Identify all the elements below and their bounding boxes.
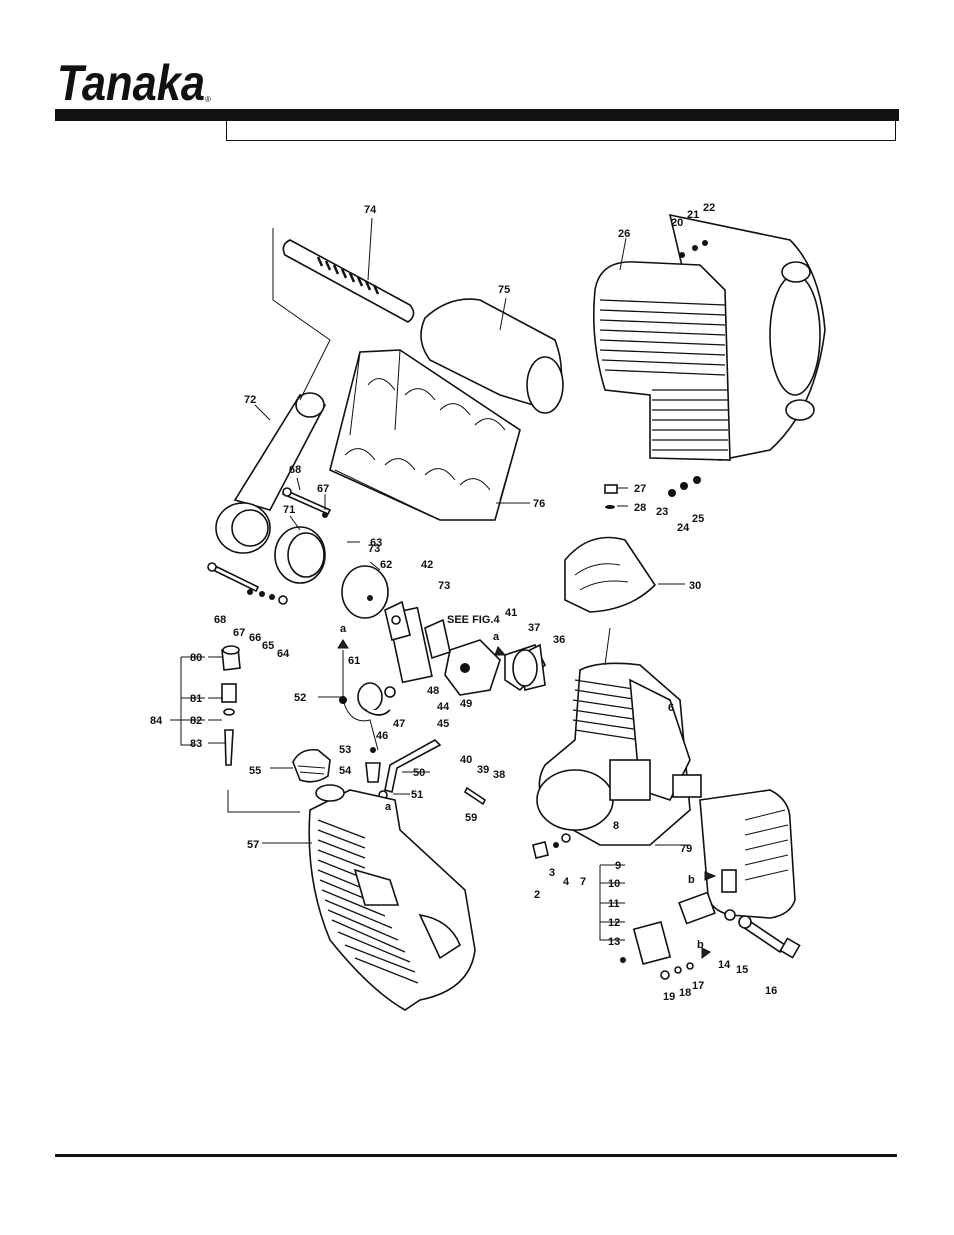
callout: 55 [249, 765, 261, 777]
arrow-label-a-1: a [340, 623, 347, 635]
callout: 37 [528, 622, 540, 634]
callout: 72 [244, 394, 256, 406]
callout: 24 [677, 522, 690, 534]
muffler-pipe-74 [283, 240, 413, 322]
engine-block [537, 663, 690, 845]
callout: 18 [679, 987, 691, 999]
callout: 30 [689, 580, 701, 592]
callout: 66 [249, 632, 261, 644]
callout: 54 [339, 765, 352, 777]
callout: 28 [634, 502, 646, 514]
air-cleaner-cover-71 [275, 527, 325, 583]
callout: 23 [656, 506, 668, 518]
callout: 52 [294, 692, 306, 704]
callout: 64 [277, 648, 290, 660]
callout: 10 [608, 878, 620, 890]
callout: 25 [692, 513, 704, 525]
callout: 65 [262, 640, 274, 652]
callout: 61 [348, 655, 360, 667]
callout: 50 [413, 767, 425, 779]
callout: 57 [247, 839, 259, 851]
plug-59 [465, 788, 485, 804]
callout: 39 [477, 764, 489, 776]
callout: 83 [190, 738, 202, 750]
air-cleaner-base-62 [342, 566, 388, 618]
fuel-cap-55 [293, 750, 330, 782]
callout: 2 [534, 889, 540, 901]
cylinder-cover-30 [565, 538, 655, 613]
callout: 20 [671, 217, 683, 229]
callout: 82 [190, 715, 202, 727]
callout: 44 [437, 701, 450, 713]
callout: 42 [421, 559, 433, 571]
callout: 22 [703, 202, 715, 214]
arrow-label-a-3: a [385, 801, 392, 813]
callout: 48 [427, 685, 439, 697]
screws-23-28 [605, 476, 701, 509]
arrow-label-b-1: b [688, 874, 695, 886]
callout: 3 [549, 867, 555, 879]
callout: 6 [668, 702, 674, 714]
callout: 4 [563, 876, 570, 888]
arrow-label-b-2: b [697, 939, 704, 951]
arrow-label-a-2: a [493, 631, 500, 643]
callout: 47 [393, 718, 405, 730]
bolt-68-b [208, 563, 258, 591]
callout: 8 [613, 820, 619, 832]
callout: 67 [233, 627, 245, 639]
callout: 45 [437, 718, 449, 730]
callout: 59 [465, 812, 477, 824]
callout: 46 [376, 730, 388, 742]
callout: 7 [580, 876, 586, 888]
fuel-line-50 [385, 740, 440, 792]
callout: 11 [608, 898, 620, 910]
callout: 51 [411, 789, 423, 801]
fuel-filter-80 [222, 646, 240, 670]
footer-rule [55, 1154, 897, 1157]
callout: 79 [680, 843, 692, 855]
fuel-filter-81-83 [222, 684, 236, 765]
see-fig-note: SEE FIG.4 [447, 614, 500, 626]
small-fittings-53-54 [366, 747, 387, 799]
muffler-79 [700, 790, 795, 918]
callout: 12 [608, 917, 620, 929]
callout: 41 [505, 607, 517, 619]
callout: 13 [608, 936, 620, 948]
callout: 40 [460, 754, 472, 766]
primer-bulb-47 [358, 683, 395, 715]
callout: 62 [380, 559, 392, 571]
callout: 76 [533, 498, 545, 510]
callout: 26 [618, 228, 630, 240]
callout: 49 [460, 698, 472, 710]
callout: 38 [493, 769, 505, 781]
fuel-tank-57 [309, 785, 475, 1010]
callout: 71 [283, 504, 295, 516]
callout: 80 [190, 652, 202, 664]
callout: 36 [553, 634, 565, 646]
callout: 73 [438, 580, 450, 592]
callout: 53 [339, 744, 351, 756]
callout: 81 [190, 693, 202, 705]
cylinder-cover-26 [594, 262, 730, 460]
callout: 21 [687, 209, 699, 221]
callout: 16 [765, 985, 777, 997]
callout: 73 [368, 543, 380, 555]
callout: 19 [663, 991, 675, 1003]
callout: 67 [317, 483, 329, 495]
callout: 68 [289, 464, 301, 476]
callout: 68 [214, 614, 226, 626]
callout: 9 [615, 860, 621, 872]
callout: 27 [634, 483, 646, 495]
screws-2-4 [533, 834, 570, 858]
callout: 74 [364, 204, 377, 216]
callout: 75 [498, 284, 510, 296]
callout: 14 [718, 959, 731, 971]
callout: 84 [150, 715, 163, 727]
callout: 15 [736, 964, 748, 976]
callout: 17 [692, 980, 704, 992]
